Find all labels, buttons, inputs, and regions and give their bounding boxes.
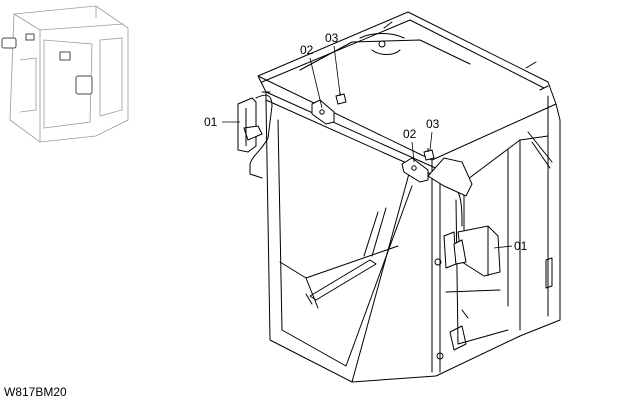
mirror-right-shape	[453, 225, 501, 277]
bracket-upper-shape	[311, 99, 335, 125]
callout-bracket-upper: 02	[300, 43, 314, 57]
callout-mirror-left: 01	[204, 115, 218, 129]
callout-bracket-lower: 02	[403, 127, 417, 141]
bracket-lower-shape	[401, 157, 429, 183]
callout-mirror-right: 01	[514, 239, 528, 253]
bolt-lower-shape	[423, 148, 435, 161]
bolt-upper-shape	[335, 92, 347, 105]
callout-bolt-lower: 03	[426, 117, 440, 131]
callout-bolt-upper: 03	[325, 31, 339, 45]
mirror-left-shape	[237, 97, 263, 153]
drawing-code-label: W817BM20	[4, 385, 67, 399]
